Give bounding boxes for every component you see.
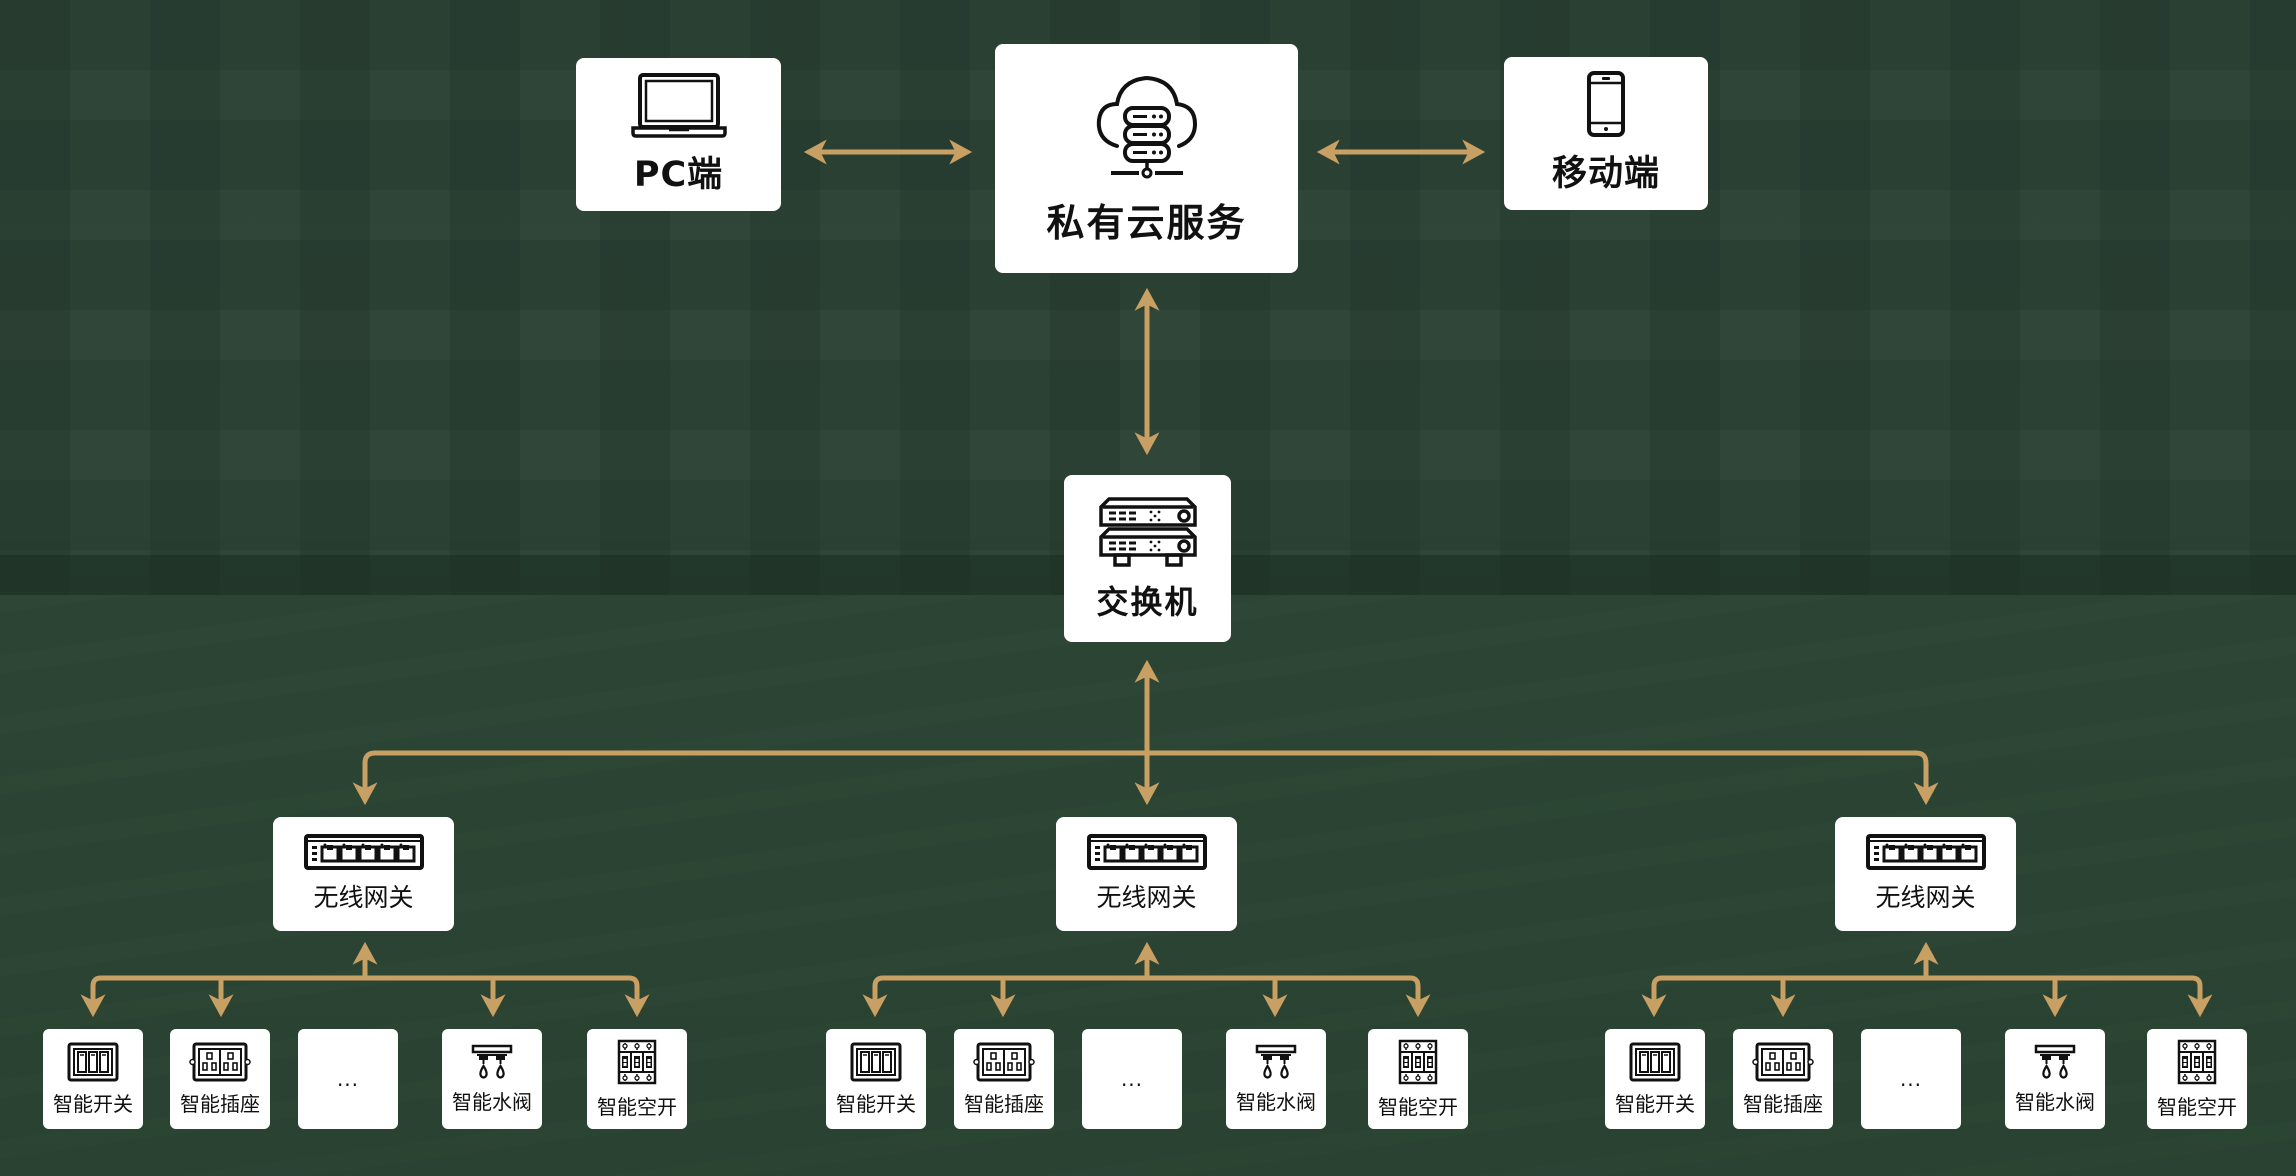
device-socket[interactable]: 智能插座 (170, 1029, 270, 1129)
network-switch-node[interactable]: 交换机 (1064, 475, 1231, 642)
wireless-gateway-label: 无线网关 (1096, 883, 1197, 912)
device-label: 智能插座 (964, 1091, 1044, 1116)
device-label: 智能水阀 (2015, 1089, 2095, 1114)
wall-switch-icon (1629, 1042, 1681, 1082)
wireless-gateway-3[interactable]: 无线网关 (1835, 817, 2016, 931)
device-wall-switch[interactable]: 智能开关 (1605, 1029, 1705, 1129)
device-wall-switch[interactable]: 智能开关 (826, 1029, 926, 1129)
more-devices-placeholder[interactable]: ... (298, 1029, 398, 1129)
device-socket[interactable]: 智能插座 (954, 1029, 1054, 1129)
device-socket[interactable]: 智能插座 (1733, 1029, 1833, 1129)
device-water-valve[interactable]: 智能水阀 (2005, 1029, 2105, 1129)
bus-switch-gateways (352, 750, 1939, 806)
device-circuit-breaker[interactable]: 智能空开 (2147, 1029, 2247, 1129)
bus-gateway-1-devices (80, 975, 650, 1018)
device-water-valve[interactable]: 智能水阀 (442, 1029, 542, 1129)
gateway-icon (1086, 834, 1207, 870)
device-label: 智能水阀 (1236, 1089, 1316, 1114)
water-valve-icon (471, 1044, 513, 1080)
device-label: 智能开关 (53, 1091, 133, 1116)
socket-icon (973, 1042, 1035, 1082)
more-devices-placeholder[interactable]: ... (1082, 1029, 1182, 1129)
wall-switch-icon (850, 1042, 902, 1082)
device-label: 智能水阀 (452, 1089, 532, 1114)
network-switch-label: 交换机 (1096, 582, 1199, 621)
cloud-server-icon (1096, 75, 1197, 179)
bus-gateway-3-devices (1641, 975, 2213, 1018)
gateway-icon (1865, 834, 1986, 870)
device-label: 智能开关 (1615, 1091, 1695, 1116)
wireless-gateway-label: 无线网关 (1875, 883, 1976, 912)
device-circuit-breaker[interactable]: 智能空开 (1368, 1029, 1468, 1129)
pc-client-node[interactable]: PC端 (576, 58, 781, 211)
device-circuit-breaker[interactable]: 智能空开 (587, 1029, 687, 1129)
wall-switch-icon (67, 1042, 119, 1082)
socket-icon (189, 1042, 251, 1082)
laptop-icon (630, 73, 727, 138)
circuit-breaker-icon (1398, 1039, 1438, 1085)
device-label: 智能插座 (180, 1091, 260, 1116)
wireless-gateway-label: 无线网关 (313, 883, 414, 912)
device-label: 智能空开 (597, 1094, 677, 1119)
device-wall-switch[interactable]: 智能开关 (43, 1029, 143, 1129)
gateway-icon (303, 834, 424, 870)
device-label: 智能空开 (2157, 1094, 2237, 1119)
more-icon: ... (336, 1067, 360, 1091)
socket-icon (1752, 1042, 1814, 1082)
private-cloud-node[interactable]: 私有云服务 (995, 44, 1298, 273)
network-switch-icon (1098, 496, 1197, 567)
water-valve-icon (1255, 1044, 1297, 1080)
private-cloud-label: 私有云服务 (1046, 201, 1247, 245)
mobile-client-label: 移动端 (1551, 154, 1660, 194)
wireless-gateway-2[interactable]: 无线网关 (1056, 817, 1237, 931)
bus-gateway-2-devices (862, 975, 1431, 1018)
more-icon: ... (1899, 1067, 1923, 1091)
more-icon: ... (1120, 1067, 1144, 1091)
circuit-breaker-icon (617, 1039, 657, 1085)
circuit-breaker-icon (2177, 1039, 2217, 1085)
water-valve-icon (2034, 1044, 2076, 1080)
more-devices-placeholder[interactable]: ... (1861, 1029, 1961, 1129)
smartphone-icon (1587, 71, 1625, 137)
device-label: 智能开关 (836, 1091, 916, 1116)
device-water-valve[interactable]: 智能水阀 (1226, 1029, 1326, 1129)
device-label: 智能空开 (1378, 1094, 1458, 1119)
mobile-client-node[interactable]: 移动端 (1504, 57, 1708, 210)
wireless-gateway-1[interactable]: 无线网关 (273, 817, 454, 931)
device-label: 智能插座 (1743, 1091, 1823, 1116)
pc-client-label: PC端 (633, 155, 724, 195)
